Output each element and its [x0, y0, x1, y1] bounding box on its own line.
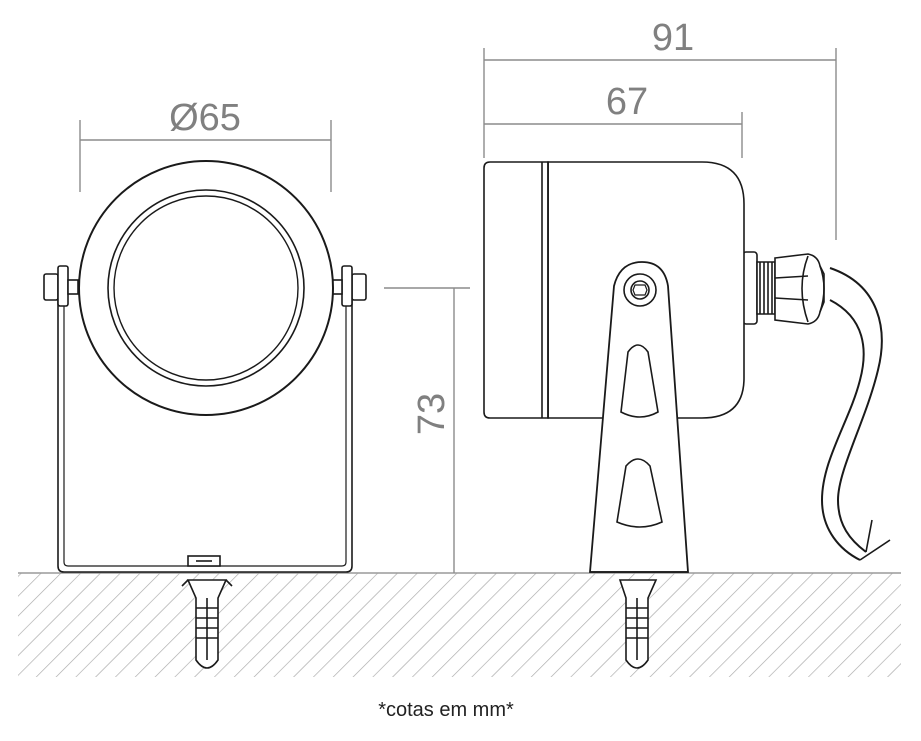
- total-length-label: 91: [652, 17, 694, 59]
- depth-label: 67: [606, 81, 648, 123]
- front-anchor: [181, 579, 233, 669]
- front-lamp-lens: [113, 195, 299, 381]
- side-cable: [829, 267, 883, 553]
- front-bracket: [57, 276, 353, 573]
- diameter-label: Ø65: [169, 97, 241, 139]
- side-cable-gland: [742, 251, 825, 325]
- front-right-knob: [331, 265, 367, 307]
- front-left-knob: [43, 265, 79, 307]
- dimension-lines: [79, 48, 837, 573]
- height-label: 73: [411, 393, 453, 435]
- dimension-labels: Ø65 91 67 73: [169, 17, 694, 435]
- ground: [18, 572, 901, 677]
- side-anchor: [618, 579, 658, 669]
- front-view: [43, 160, 367, 669]
- ground-hatch: [18, 573, 901, 677]
- units-note: *cotas em mm*: [378, 699, 514, 721]
- side-support-arm: [589, 261, 689, 573]
- side-view: [483, 161, 891, 669]
